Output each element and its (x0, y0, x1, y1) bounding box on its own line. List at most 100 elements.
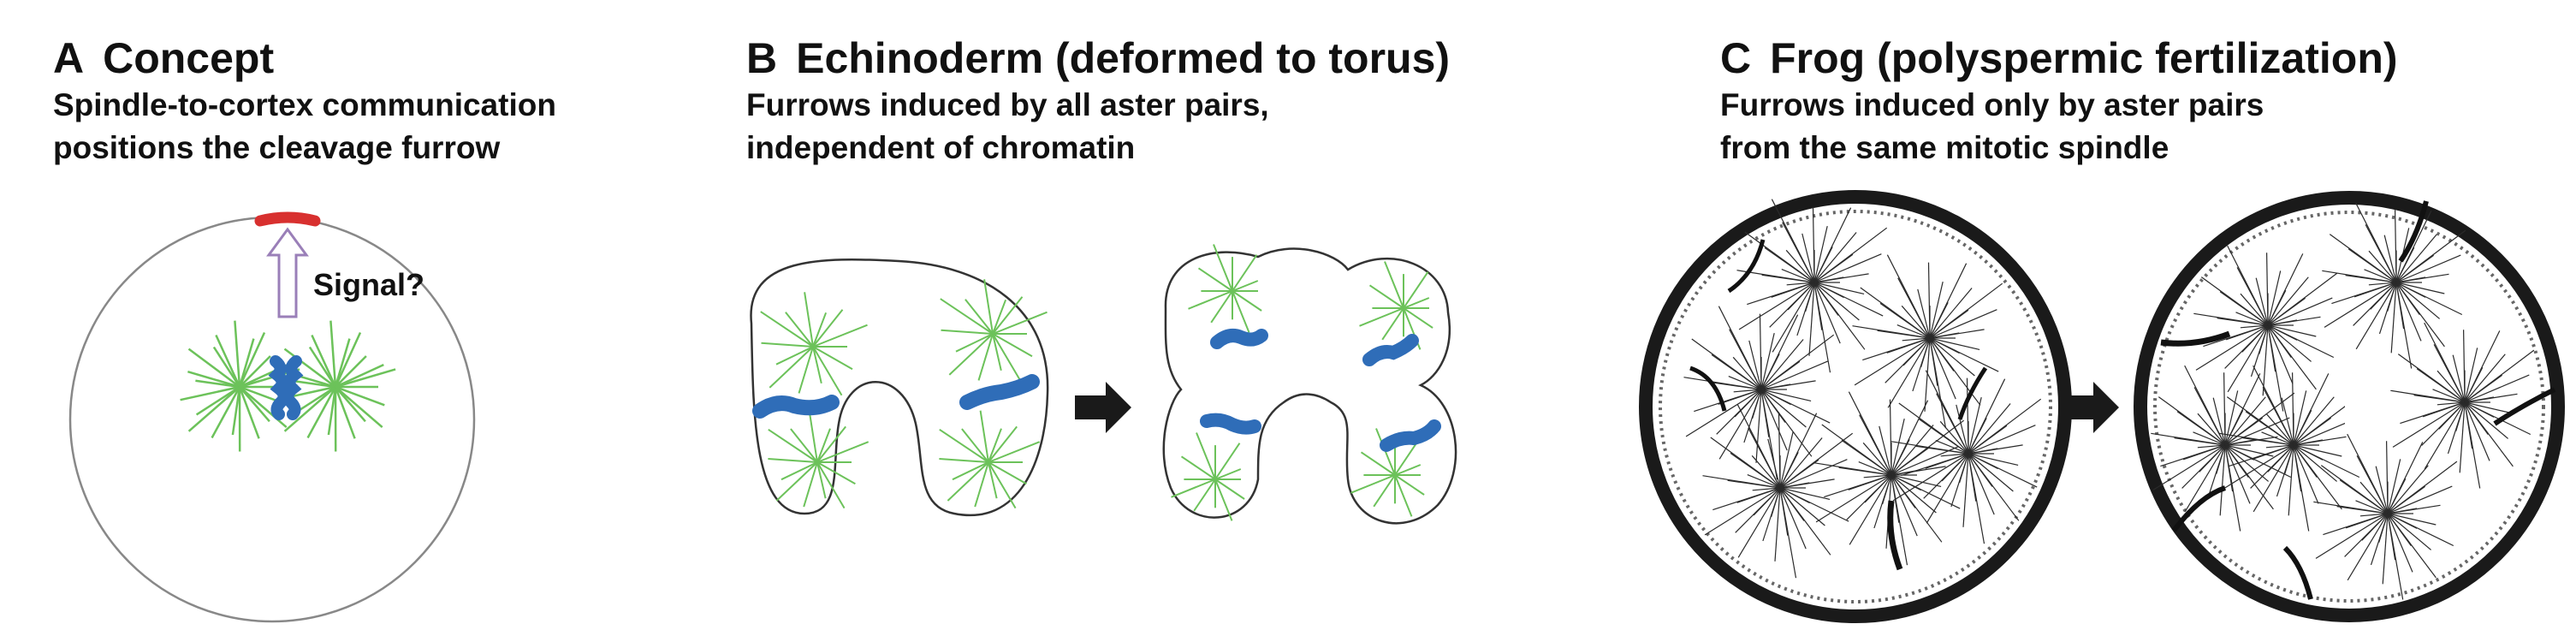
aster-ray (1738, 282, 1815, 330)
aster-ray (2207, 444, 2226, 497)
sperm-aster (1683, 306, 1835, 480)
aster-ray (2158, 396, 2226, 446)
aster-ray (1748, 340, 1762, 390)
aster-ray (2224, 444, 2251, 504)
aster-ray (1848, 391, 1892, 476)
aster-ray (1862, 442, 1892, 476)
aster-ray (1813, 282, 1865, 294)
aster-ray (1813, 282, 1839, 316)
aster-ray (1728, 376, 1762, 390)
aster-ray (1968, 444, 2023, 455)
aster-ray (1890, 446, 1959, 476)
panel-c-heading: C Frog (polyspermic fertilization) Furro… (1720, 33, 2398, 169)
chromatin-c3 (1200, 413, 1261, 435)
aster-ray (334, 386, 356, 439)
aster-ray (1735, 487, 1781, 533)
aster-ray (2390, 389, 2466, 403)
aster-ray (2368, 250, 2397, 283)
aster-ray (2395, 254, 2435, 283)
furrow-before-2 (1689, 366, 1727, 412)
aster-ray (992, 296, 1024, 335)
aster-ray (2250, 444, 2294, 489)
aster-ray (2226, 396, 2294, 446)
aster-ray (1968, 403, 2011, 455)
aster-ray (2267, 324, 2292, 358)
aster-ray (1912, 337, 1931, 392)
aster-b2 (768, 410, 870, 509)
aster-ray (988, 461, 1027, 485)
sperm-aster (1702, 404, 1854, 579)
aster-ray (311, 334, 337, 388)
aster-ray (2224, 417, 2290, 446)
aster-ray (1694, 389, 1762, 413)
aster-ray (790, 428, 818, 463)
aster-ray (2464, 401, 2489, 435)
aster-ray (2224, 324, 2269, 369)
aster-c1 (1188, 244, 1262, 333)
aster-ray (1769, 282, 1815, 328)
aster-ray (1890, 474, 1916, 508)
aster-c3 (1171, 432, 1245, 521)
aster-ray (1736, 404, 1781, 489)
aster-ray (2293, 417, 2332, 446)
aster-ray (2224, 390, 2239, 446)
aster-ray (816, 461, 846, 509)
aster-ray (2240, 293, 2269, 326)
sperm-aster (2193, 245, 2338, 412)
aster-ray (2293, 444, 2319, 504)
chromatin-c4 (1380, 419, 1441, 452)
aster-ray (1712, 487, 1781, 511)
aster-ray (239, 386, 270, 423)
aster-ray (1751, 455, 1781, 489)
aster-ray (1902, 337, 1931, 342)
aster-ray (1854, 337, 1931, 386)
chromatin-b-left (752, 395, 840, 419)
aster-ray (1760, 389, 1791, 406)
aster-ray (239, 386, 288, 429)
aster-ray (239, 355, 271, 388)
aster-ray (2387, 513, 2431, 550)
aster-ray (781, 461, 818, 481)
aster-ray (2152, 444, 2226, 490)
aster-ray (769, 346, 814, 389)
aster-ray (1968, 453, 1977, 502)
aster-ray (1710, 437, 1781, 489)
aster-ray (798, 346, 814, 394)
aster-ray (2397, 354, 2466, 403)
aster-ray (1779, 437, 1823, 489)
aster-c2 (1359, 261, 1433, 350)
aster-ray (1762, 487, 1781, 542)
aster-ray (2359, 513, 2389, 517)
aster-ray (1929, 337, 1955, 371)
aster-ray (2395, 254, 2461, 283)
aster-ray (1890, 418, 1905, 476)
aster-ray (2293, 444, 2324, 461)
aster-ray (768, 428, 818, 463)
panel-c-title: Frog (polyspermic fertilization) (1770, 34, 2398, 82)
aster-ray (2267, 324, 2276, 372)
aster-ray (2387, 513, 2418, 529)
aster-ray (2464, 401, 2495, 418)
aster-ray (283, 386, 336, 432)
aster-ray (1962, 453, 1969, 527)
aster-ray (1886, 254, 1931, 339)
aster-ray (2464, 401, 2508, 439)
aster-ray (2464, 374, 2503, 403)
aster-ray (1760, 360, 1829, 390)
aster-ray (992, 299, 1007, 335)
aster-ray (2160, 444, 2226, 467)
aster-ray (2323, 513, 2389, 536)
aster-ray (1214, 478, 1245, 500)
aster-ray (1779, 478, 1835, 489)
aster-ray (211, 386, 241, 439)
aster-ray (1188, 290, 1233, 310)
aster-ray (955, 333, 994, 353)
aster-ray (2370, 513, 2389, 566)
furrow-before-3 (1887, 500, 1903, 571)
aster-ray (1896, 324, 1931, 339)
aster-ray (335, 386, 383, 429)
aster-ray (1760, 339, 1804, 390)
aster-ray (1890, 474, 1937, 514)
aster-ray (2320, 465, 2389, 514)
aster-ray (2197, 413, 2226, 446)
